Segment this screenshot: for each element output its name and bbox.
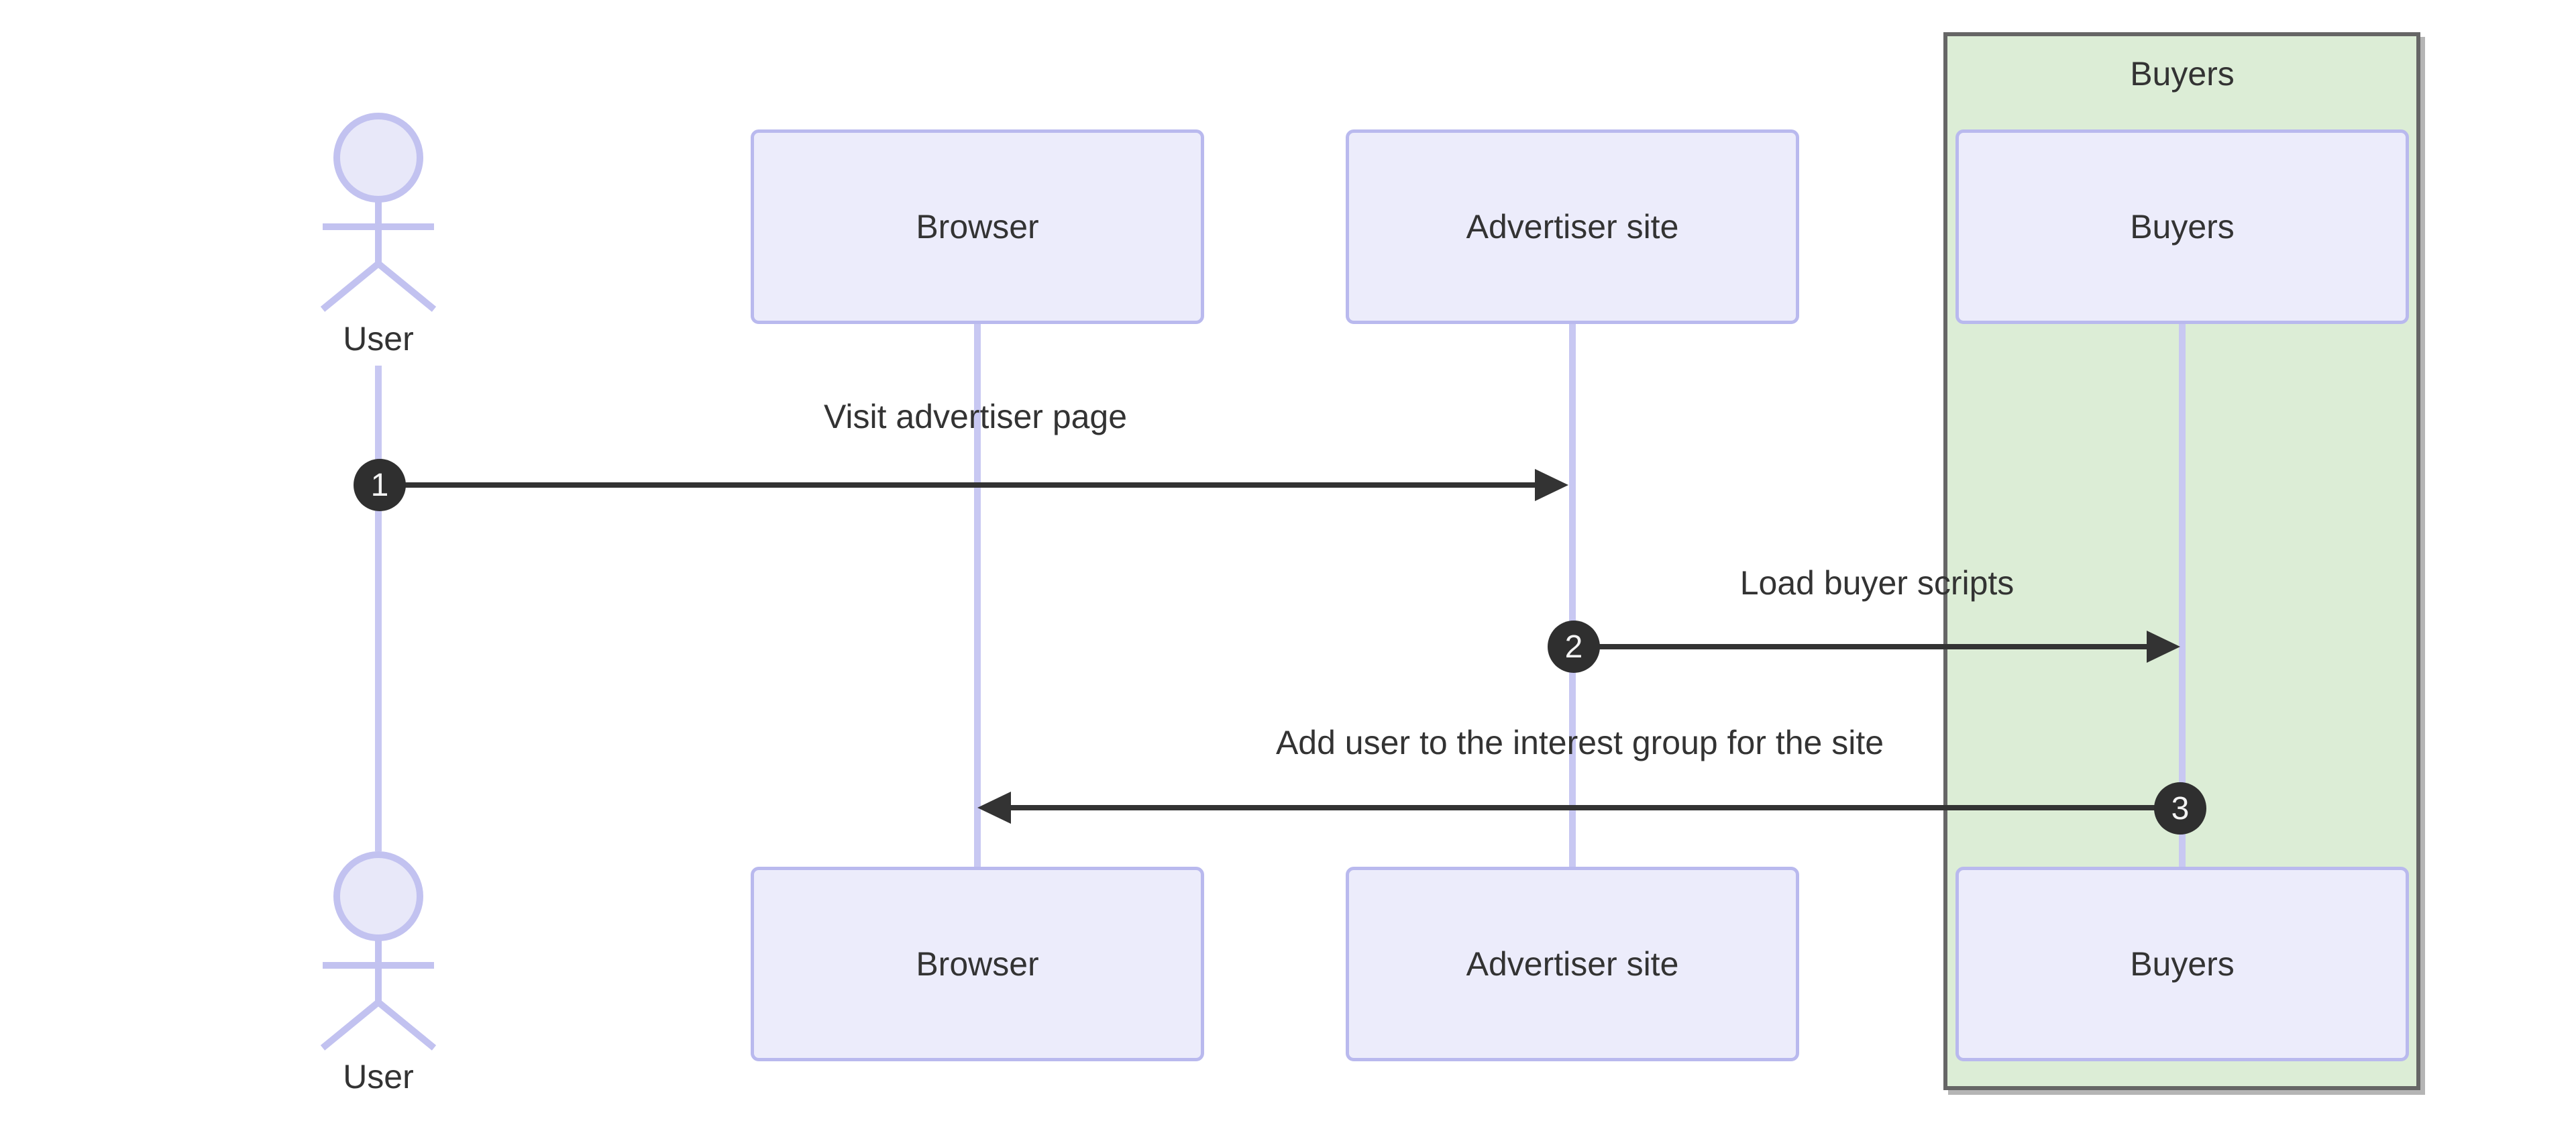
participant-label: Browser — [916, 208, 1039, 246]
participant-label: Advertiser site — [1466, 945, 1679, 983]
participant-label: Advertiser site — [1466, 208, 1679, 246]
message-3-label: Add user to the interest group for the s… — [1275, 724, 1884, 761]
participant-label: Buyers — [2130, 945, 2235, 983]
actor-icon — [320, 851, 437, 1051]
participant-box-browser-bottom: Browser — [751, 867, 1204, 1061]
participant-box-browser-top: Browser — [751, 129, 1204, 324]
buyers-group-title: Buyers — [2130, 55, 2235, 93]
participant-label: Buyers — [2130, 208, 2235, 246]
actor-label: User — [343, 320, 414, 358]
message-2-number: 2 — [1564, 629, 1583, 665]
actor-icon — [320, 113, 437, 312]
message-2-line — [1574, 644, 2148, 649]
actor-label: User — [343, 1058, 414, 1095]
message-3-badge: 3 — [2154, 782, 2206, 835]
message-3-line — [1010, 805, 2180, 810]
participant-box-advertiser-top: Advertiser site — [1346, 129, 1799, 324]
message-2-badge: 2 — [1548, 621, 1600, 673]
message-1-badge: 1 — [354, 459, 406, 511]
arrowhead-right-icon — [2147, 631, 2180, 663]
participant-box-buyers-top: Buyers — [1955, 129, 2409, 324]
arrowhead-right-icon — [1535, 469, 1568, 501]
participant-box-buyers-bottom: Buyers — [1955, 867, 2409, 1061]
message-3-number: 3 — [2171, 790, 2190, 826]
participant-label: Browser — [916, 945, 1039, 983]
lifeline-browser — [974, 324, 981, 867]
lifeline-user — [375, 366, 382, 851]
message-2-label: Load buyer scripts — [1739, 564, 2015, 602]
participant-box-advertiser-bottom: Advertiser site — [1346, 867, 1799, 1061]
lifeline-advertiser — [1569, 324, 1576, 867]
message-1-label: Visit advertiser page — [823, 398, 1128, 435]
lifeline-buyers — [2179, 324, 2186, 867]
arrowhead-left-icon — [977, 792, 1011, 824]
message-1-line — [380, 482, 1536, 488]
message-1-number: 1 — [370, 467, 389, 503]
